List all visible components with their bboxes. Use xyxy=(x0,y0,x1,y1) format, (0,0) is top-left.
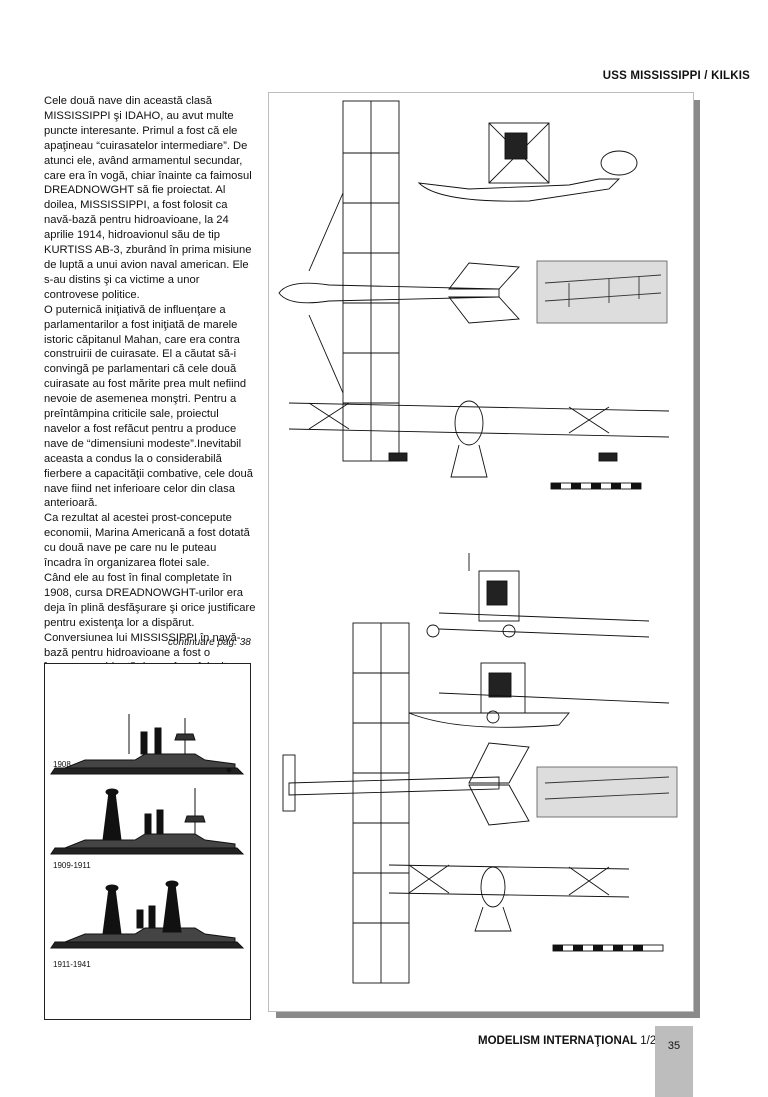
page-number-tab: 35 xyxy=(655,1026,693,1097)
plan-view-lower xyxy=(282,622,530,984)
ship-profile-label: 1908 xyxy=(53,760,71,769)
footer-magazine: MODELISM INTERNAŢIONAL 1/2009 xyxy=(478,1035,675,1047)
side-view-landplane xyxy=(426,553,650,638)
aircraft-drawings-panel xyxy=(268,92,694,1012)
page-number: 35 xyxy=(667,1040,681,1052)
article-paragraph: Cele două nave din această clasă MISSISS… xyxy=(44,95,252,301)
scale-bar xyxy=(551,483,641,489)
ship-profiles-figure: 1908 1909-1911 1911-1941 xyxy=(44,663,251,1020)
side-view-flying-boat xyxy=(417,122,638,202)
aircraft-drawings xyxy=(278,100,678,984)
front-view-biplane xyxy=(288,400,670,478)
ship-profile-label: 1909-1911 xyxy=(53,861,91,870)
front-view-lower xyxy=(388,864,630,932)
ship-profile-label: 1911-1941 xyxy=(53,960,91,969)
header-title: USS MISSISSIPPI / KILKIS xyxy=(602,70,750,82)
scale-bar xyxy=(553,945,643,951)
article-text: Cele două nave din această clasă MISSISS… xyxy=(44,94,256,690)
continuation-note: continuare pag. 38 xyxy=(168,637,251,648)
plan-view-upper xyxy=(278,100,520,462)
magazine-name: MODELISM INTERNAŢIONAL xyxy=(478,1035,638,1047)
article-paragraph: Ca rezultat al acestei prost-concepute e… xyxy=(44,512,250,570)
side-view-seaplane xyxy=(408,662,670,728)
ship-profile-1909-1911 xyxy=(50,788,245,855)
ship-profile-1908 xyxy=(50,714,245,775)
ship-profile-1911-1941 xyxy=(50,880,245,949)
article-paragraph: O puternică iniţiativă de influenţare a … xyxy=(44,303,253,510)
